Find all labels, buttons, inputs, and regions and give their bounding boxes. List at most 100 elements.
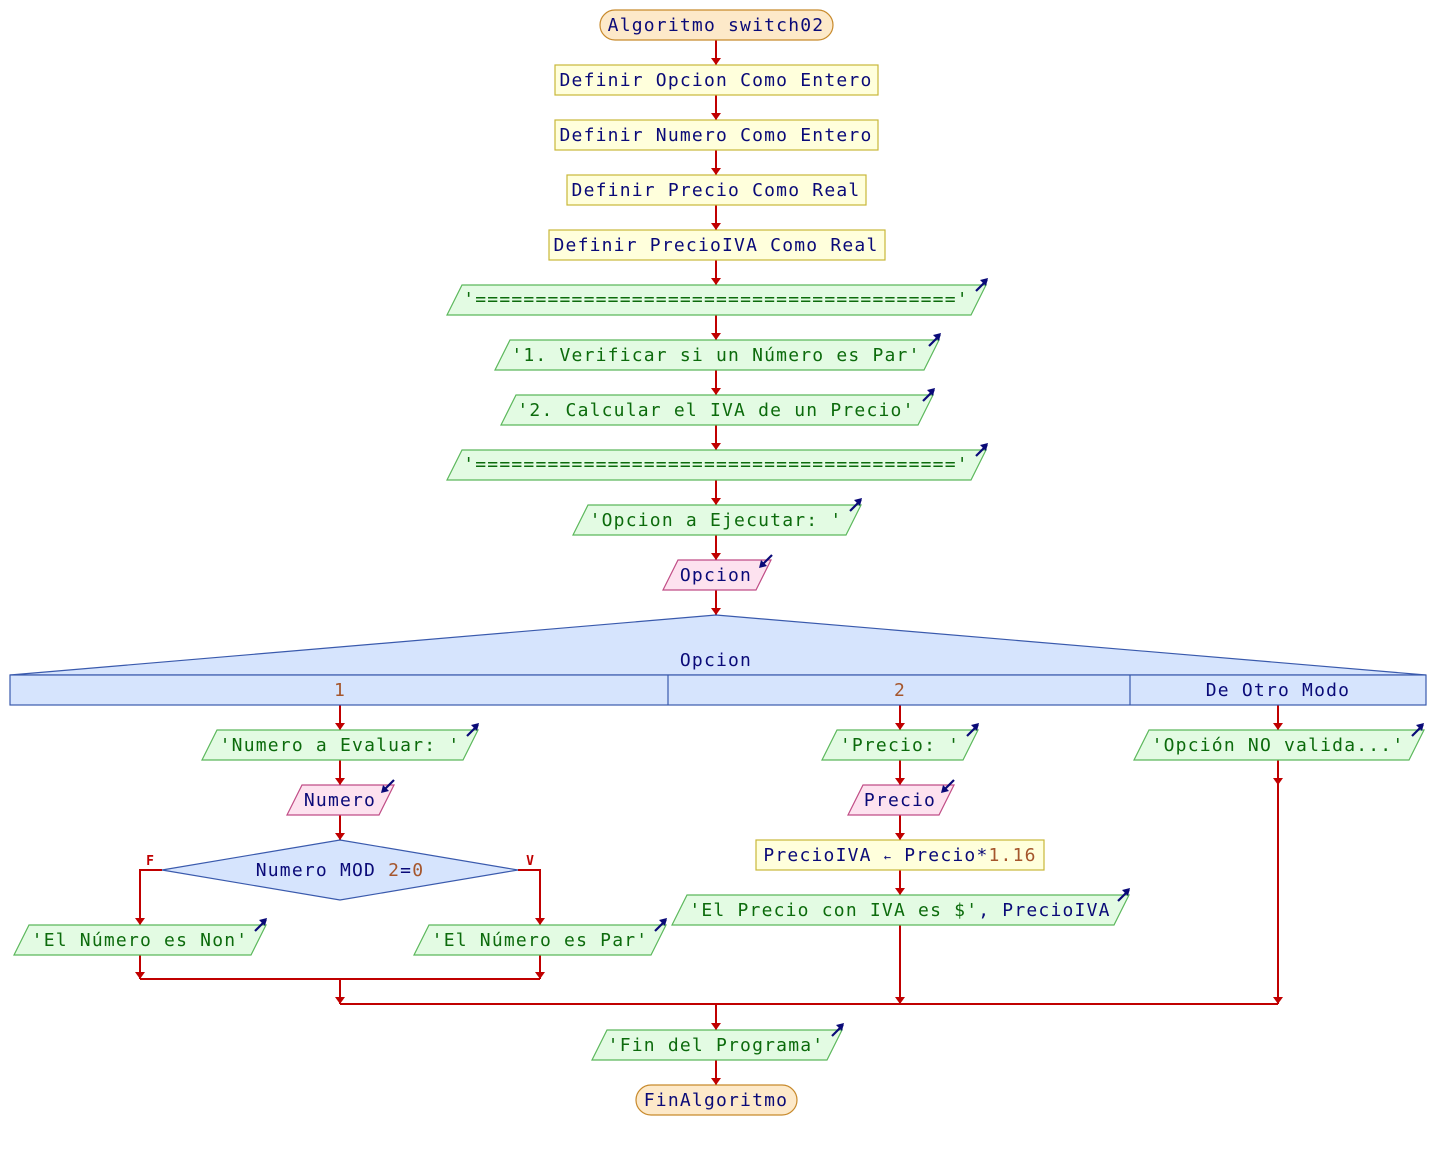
assignment-block[interactable]: PrecioIVA ← Precio*1.16	[755, 839, 1045, 871]
output-shape	[500, 394, 934, 426]
output-shape	[201, 729, 479, 761]
arrow-head	[535, 918, 545, 925]
output-arrow-icon	[966, 723, 979, 737]
process-shape	[554, 119, 879, 151]
output-label: '=======================================…	[463, 454, 969, 475]
output-block[interactable]: '=======================================…	[446, 278, 988, 316]
terminal-shape	[635, 1084, 798, 1116]
process-shape	[548, 229, 886, 261]
input-block[interactable]: Precio	[847, 779, 955, 816]
false-label: F	[146, 854, 154, 869]
output-shape	[413, 924, 667, 956]
output-arrow-icon	[831, 1023, 844, 1037]
output-shape	[671, 894, 1130, 926]
output-label: 'El Número es Par'	[432, 930, 649, 951]
output-label: 'El Precio con IVA es $', PrecioIVA	[689, 900, 1110, 921]
case-label-1: 1	[334, 680, 346, 701]
output-shape	[13, 924, 267, 956]
definition-block[interactable]: Definir Opcion Como Entero	[554, 64, 879, 96]
definition-block[interactable]: Definir Numero Como Entero	[554, 119, 879, 151]
case-label-default: De Otro Modo	[1206, 680, 1350, 701]
arrow-head	[711, 168, 721, 175]
output-arrow-icon	[975, 443, 988, 457]
arrow-head	[711, 278, 721, 285]
output-shape	[446, 449, 987, 481]
output-label: '=======================================…	[463, 289, 969, 310]
output-arrow-icon	[254, 918, 267, 932]
output-label: 'El Número es Non'	[32, 930, 249, 951]
arrow-head	[711, 443, 721, 450]
output-arrow-icon	[1117, 888, 1130, 902]
input-label: Precio	[864, 790, 936, 811]
arrow-head	[335, 997, 345, 1004]
true-label: V	[526, 854, 534, 869]
flow-lines	[135, 40, 1283, 1085]
arrow-head	[135, 972, 145, 979]
output-arrow-icon	[922, 388, 935, 402]
arrow-head	[1273, 778, 1283, 785]
arrow-head	[711, 1023, 721, 1030]
output-block[interactable]: 'Opción NO valida...'	[1133, 723, 1425, 761]
arrow-head	[711, 1078, 721, 1085]
end-label: FinAlgoritmo	[644, 1090, 788, 1111]
assignment-label: PrecioIVA ← Precio*1.16	[763, 845, 1036, 866]
output-arrow-icon	[928, 333, 941, 347]
input-label: Opcion	[680, 565, 752, 586]
arrow-head	[711, 223, 721, 230]
input-arrow-icon	[381, 779, 395, 793]
output-label: 'Numero a Evaluar: '	[220, 735, 461, 756]
switch-block[interactable]: Opcion 1 2 De Otro Modo	[9, 614, 1427, 706]
input-shape	[847, 784, 955, 816]
output-block[interactable]: '1. Verificar si un Número es Par'	[494, 333, 941, 371]
definition-label: Definir Opcion Como Entero	[560, 70, 873, 91]
output-block[interactable]: 'El Precio con IVA es $', PrecioIVA	[671, 888, 1130, 926]
arrow-head	[711, 608, 721, 615]
output-block[interactable]: 'Precio: '	[821, 723, 979, 761]
process-shape	[554, 64, 879, 96]
definition-label: Definir Numero Como Entero	[560, 125, 873, 146]
input-shape	[662, 559, 772, 591]
decision-block[interactable]: Numero MOD 2=0 F V	[146, 839, 534, 901]
output-block[interactable]: '=======================================…	[446, 443, 988, 481]
output-block[interactable]: '2. Calcular el IVA de un Precio'	[500, 388, 935, 426]
output-block[interactable]: 'El Número es Non'	[13, 918, 267, 956]
start-terminal[interactable]: Algoritmo switch02	[599, 9, 834, 41]
input-arrow-icon	[941, 779, 955, 793]
definition-block[interactable]: Definir Precio Como Real	[566, 174, 867, 206]
output-arrow-icon	[466, 723, 479, 737]
output-block[interactable]: 'Fin del Programa'	[591, 1023, 844, 1061]
arrow-head	[895, 778, 905, 785]
output-arrow-icon	[654, 918, 667, 932]
arrow-head	[895, 723, 905, 730]
process-shape	[755, 839, 1045, 871]
false-branch-line	[139, 869, 162, 925]
arrow-head	[335, 723, 345, 730]
arrow-head	[895, 833, 905, 840]
arrow-head	[895, 888, 905, 895]
arrow-head	[711, 58, 721, 65]
arrow-head	[335, 778, 345, 785]
output-block[interactable]: 'El Número es Par'	[413, 918, 667, 956]
definition-block[interactable]: Definir PrecioIVA Como Real	[548, 229, 886, 261]
output-block[interactable]: 'Opcion a Ejecutar: '	[572, 498, 862, 536]
output-label: '2. Calcular el IVA de un Precio'	[517, 400, 914, 421]
input-shape	[286, 784, 395, 816]
case-label-2: 2	[894, 680, 906, 701]
end-terminal[interactable]: FinAlgoritmo	[635, 1084, 798, 1116]
output-shape	[494, 339, 940, 371]
output-block[interactable]: 'Numero a Evaluar: '	[201, 723, 479, 761]
output-label: 'Opcion a Ejecutar: '	[590, 510, 843, 531]
output-shape	[591, 1029, 843, 1061]
definition-label: Definir Precio Como Real	[572, 180, 861, 201]
output-shape	[446, 284, 987, 316]
arrow-head	[711, 498, 721, 505]
input-block[interactable]: Opcion	[662, 554, 773, 591]
arrow-head	[1273, 997, 1283, 1004]
arrow-head	[535, 972, 545, 979]
arrow-head	[335, 833, 345, 840]
arrow-head	[711, 553, 721, 560]
input-block[interactable]: Numero	[286, 779, 395, 816]
arrow-head	[135, 918, 145, 925]
process-shape	[566, 174, 867, 206]
start-label: Algoritmo switch02	[608, 15, 825, 36]
